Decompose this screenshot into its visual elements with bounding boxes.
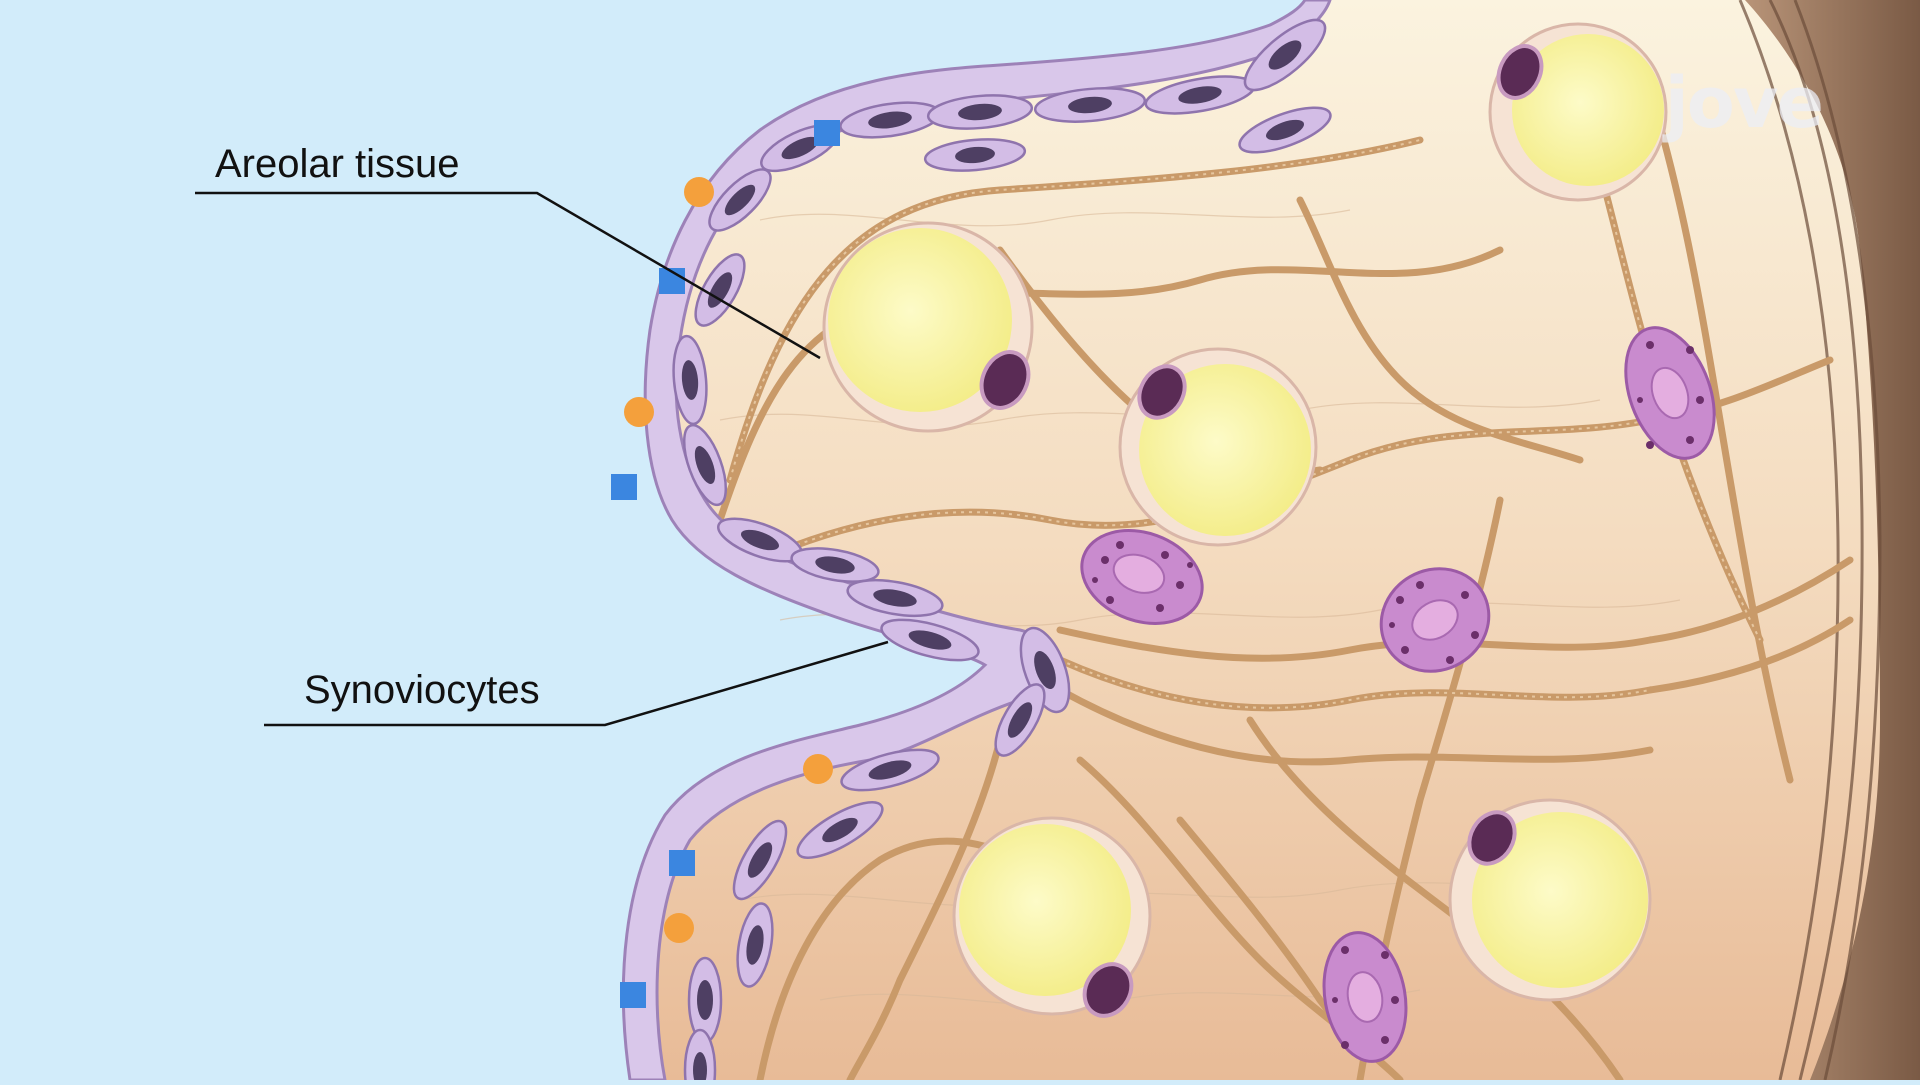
capsule-layers <box>1738 0 1882 1081</box>
hyaluronic-acid-square <box>814 120 840 146</box>
hyaluronic-acid-square <box>611 474 637 500</box>
label-leader-lines <box>195 191 889 727</box>
adipocyte <box>952 816 1152 1018</box>
adipocyte-cells <box>822 22 1668 1018</box>
adipocyte <box>822 221 1034 433</box>
synoviocyte-lining <box>621 0 1332 1085</box>
fibrous-capsule <box>1745 0 1920 1080</box>
lubricin-circle <box>624 397 654 427</box>
mast-cell-granules <box>1092 341 1704 1049</box>
hyaluronic-acid-square <box>620 982 646 1008</box>
synoviocyte-nuclei <box>681 40 1304 1085</box>
synovial-intima-layer <box>621 0 1332 1082</box>
mast-cells <box>1080 326 1716 1063</box>
lubricin-circle <box>803 754 833 784</box>
mast-cell <box>1322 931 1408 1063</box>
synoviocytes-label: Synoviocytes <box>304 668 540 712</box>
synoviocytes-leader-line <box>264 640 889 727</box>
lubricin-circle <box>664 913 694 943</box>
mast-cell <box>1624 326 1716 460</box>
secreted-molecules <box>611 120 840 1008</box>
adipocyte <box>1448 798 1652 1002</box>
areolar-leader-line <box>195 191 821 360</box>
brand-watermark: jove <box>1664 62 1824 144</box>
adipocyte <box>1118 347 1318 547</box>
adipocyte <box>1488 22 1668 202</box>
areolar-tissue-label: Areolar tissue <box>215 142 460 186</box>
lubricin-circle <box>684 177 714 207</box>
hyaluronic-acid-square <box>669 850 695 876</box>
